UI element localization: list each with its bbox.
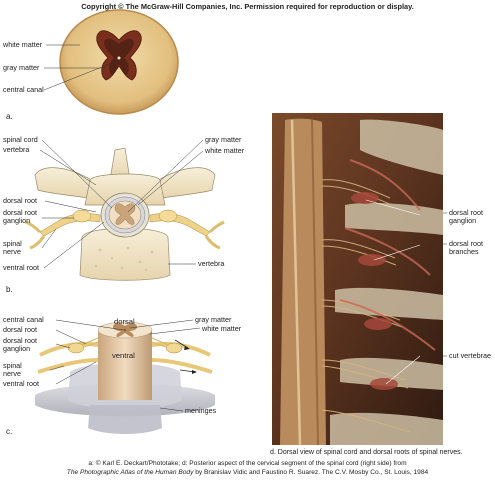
- label-gray-matter-b: gray matter: [205, 136, 241, 144]
- label-spinal-cord-b: spinal cord: [3, 136, 38, 144]
- label-dorsal-c: dorsal: [114, 318, 135, 326]
- label-ventral-c: ventral: [112, 352, 135, 360]
- label-vertebra-top-b: vertebra: [3, 146, 29, 154]
- label-dorsal-root-b: dorsal root: [3, 197, 37, 205]
- caption-panel-d: d. Dorsal view of spinal cord and dorsal…: [270, 449, 463, 456]
- credit-line-1: a: © Karl E. Deckart/Phototake; d: Poste…: [0, 460, 495, 468]
- panel-letter-c: c.: [6, 427, 12, 436]
- label-cut-vertebrae-d: cut vertebrae: [449, 352, 491, 360]
- panel-letter-b: b.: [6, 285, 13, 294]
- label-white-matter-c: white matter: [202, 325, 241, 333]
- credit-publisher: by Branislav Vidic and Faustino R. Suare…: [193, 469, 428, 476]
- label-dorsal-root-ganglion-b: dorsal root ganglion: [3, 209, 43, 225]
- label-central-canal-a: central canal: [3, 86, 44, 94]
- panel-letter-a: a.: [6, 112, 13, 121]
- label-meninges-c: meninges: [185, 407, 216, 415]
- label-dorsal-root-c: dorsal root: [3, 326, 37, 334]
- credit-line-2: The Photographic Atlas of the Human Body…: [0, 469, 495, 477]
- label-dorsal-root-ganglion-d: dorsal root ganglion: [449, 209, 493, 225]
- label-dorsal-root-branches-d: dorsal root branches: [449, 240, 493, 256]
- dorsal-view-photograph: [272, 113, 443, 445]
- label-white-matter-b: white matter: [205, 147, 244, 155]
- vertebra-section-illustration: [26, 148, 224, 280]
- label-ventral-root-c: ventral root: [3, 380, 39, 388]
- label-central-canal-c: central canal: [3, 316, 44, 324]
- label-spinal-nerve-b: spinal nerve: [3, 240, 37, 256]
- label-ventral-root-b: ventral root: [3, 264, 39, 272]
- spinal-cord-cross-section: [60, 10, 178, 114]
- label-white-matter-a: white matter: [3, 41, 42, 49]
- label-dorsal-root-ganglion-c: dorsal root ganglion: [3, 337, 43, 353]
- label-vertebra-right-b: vertebra: [198, 260, 224, 268]
- label-gray-matter-c: gray matter: [195, 316, 231, 324]
- credit-book-title: The Photographic Atlas of the Human Body: [67, 469, 194, 476]
- label-spinal-nerve-c: spinal nerve: [3, 362, 37, 378]
- spinal-cord-3d-illustration: [35, 322, 215, 434]
- label-gray-matter-a: gray matter: [3, 64, 39, 72]
